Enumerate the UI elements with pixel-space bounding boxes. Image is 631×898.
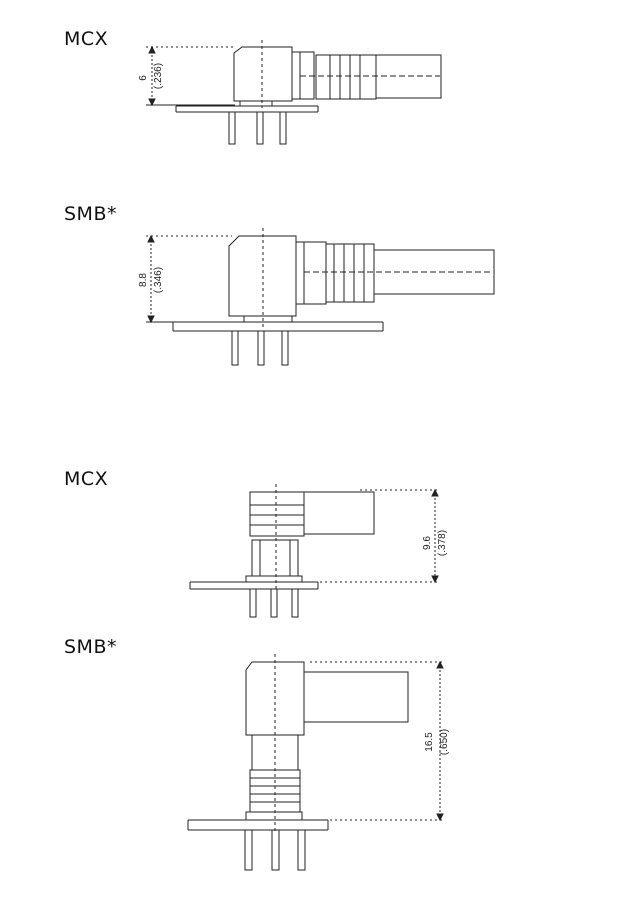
mcx-right-angle-drawing — [146, 40, 442, 145]
smb-right-angle-drawing — [146, 228, 495, 366]
smb-right-angle-label: SMB* — [64, 203, 117, 225]
mcx-vertical-height-in: (.378) — [437, 530, 448, 556]
smb-vertical-drawing — [187, 654, 445, 871]
mcx-right-angle-label: MCX — [64, 28, 109, 50]
smb-vertical-label: SMB* — [64, 636, 117, 658]
mcx-height-mm: 6 — [138, 75, 149, 81]
mcx-vertical-height-mm: 9.6 — [422, 536, 433, 550]
mcx-vertical-drawing — [189, 484, 440, 618]
smb-vertical-height-mm: 16.5 — [424, 732, 435, 752]
mcx-vertical-label: MCX — [64, 468, 109, 490]
smb-vertical-height-in: (.650) — [439, 729, 450, 755]
dimension-labels: 6 (.236) 8.8 (.346) 9.6 (.378) 16.5 (.65… — [138, 63, 450, 755]
smb-height-mm: 8.8 — [138, 273, 149, 287]
smb-height-in: (.346) — [153, 267, 164, 293]
mcx-height-in: (.236) — [153, 63, 164, 89]
